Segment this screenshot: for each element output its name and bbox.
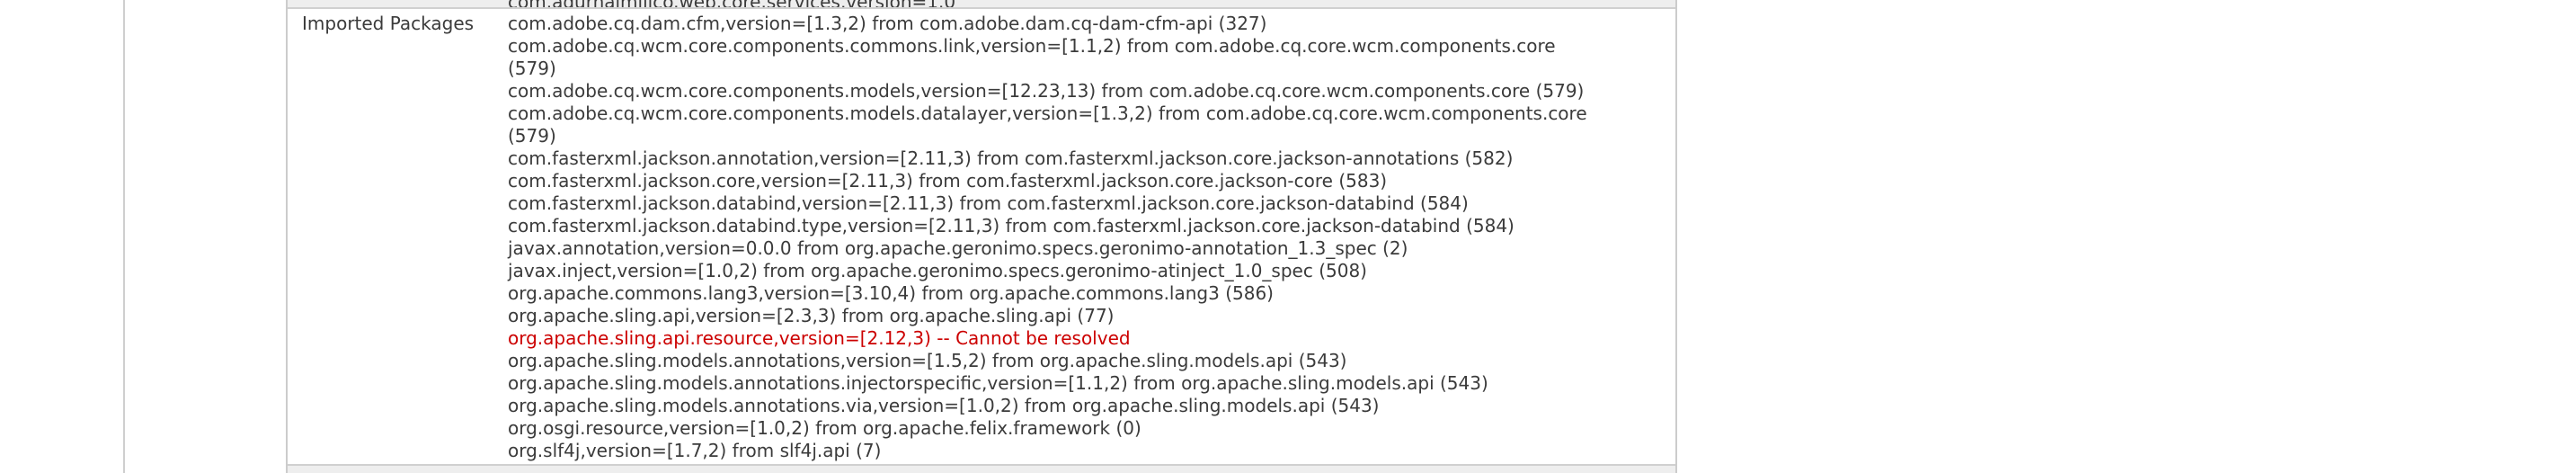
- package-line: org.apache.sling.api,version=[2.3,3) fro…: [508, 305, 1115, 326]
- package-line: org.apache.commons.lang3,version=[3.10,4…: [508, 282, 1274, 304]
- previous-row-content-cell: com.adurnalmillco.web.core.services,vers…: [501, 0, 1675, 7]
- package-line: org.apache.sling.models.annotations.inje…: [508, 372, 1488, 394]
- package-line: com.adobe.cq.wcm.core.components.models.…: [508, 103, 1587, 147]
- package-line: com.adobe.cq.wcm.core.components.commons…: [508, 35, 1556, 79]
- package-line: javax.annotation,version=0.0.0 from org.…: [508, 237, 1408, 259]
- bundle-details-table: com.adurnalmillco.web.core.services,vers…: [286, 0, 1677, 473]
- package-line: org.osgi.resource,version=[1.0,2) from o…: [508, 417, 1141, 439]
- next-row-partial: [288, 466, 1675, 473]
- imported-packages-label: Imported Packages: [302, 13, 475, 34]
- imported-packages-row: Imported Packages com.adobe.cq.dam.cfm,v…: [288, 9, 1675, 466]
- package-line: com.fasterxml.jackson.databind,version=[…: [508, 192, 1469, 214]
- panel-left-border: [123, 0, 125, 473]
- package-line: org.slf4j,version=[1.7,2) from slf4j.api…: [508, 440, 882, 461]
- previous-row-clipped-text: com.adurnalmillco.web.core.services,vers…: [508, 0, 1591, 7]
- package-line: com.fasterxml.jackson.annotation,version…: [508, 147, 1514, 169]
- package-line: com.adobe.cq.dam.cfm,version=[1.3,2) fro…: [508, 13, 1267, 34]
- imported-packages-list: com.adobe.cq.dam.cfm,version=[1.3,2) fro…: [501, 10, 1675, 462]
- package-line: com.fasterxml.jackson.core,version=[2.11…: [508, 170, 1388, 192]
- previous-row-label-cell: [288, 0, 501, 7]
- previous-row-partial: com.adurnalmillco.web.core.services,vers…: [288, 0, 1675, 9]
- package-line: org.apache.sling.models.annotations.via,…: [508, 395, 1380, 416]
- package-line: com.fasterxml.jackson.databind.type,vers…: [508, 215, 1515, 236]
- package-line: com.adobe.cq.wcm.core.components.models,…: [508, 80, 1585, 102]
- package-line: javax.inject,version=[1.0,2) from org.ap…: [508, 260, 1367, 281]
- package-line-unresolved: org.apache.sling.api.resource,version=[2…: [508, 327, 1131, 349]
- package-line: org.apache.sling.models.annotations,vers…: [508, 350, 1347, 371]
